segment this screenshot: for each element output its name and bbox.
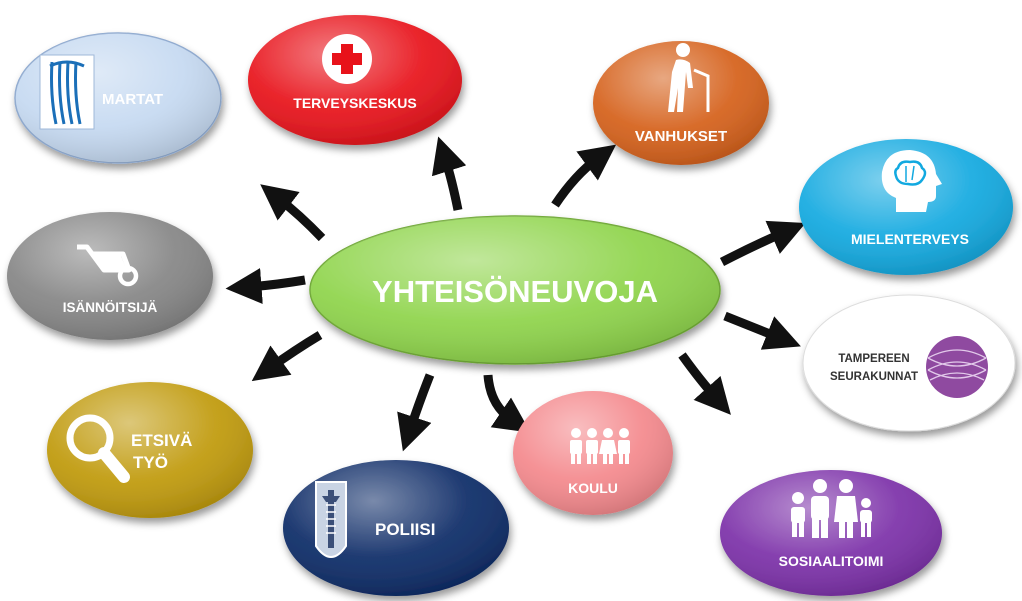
node-isannoitsija[interactable]: [7, 212, 213, 340]
martat-logo: [39, 54, 95, 130]
node-sosiaalitoimi[interactable]: [720, 470, 942, 596]
elderly-person-icon: [668, 43, 710, 112]
medical-cross-icon: [322, 34, 372, 84]
arrows: [225, 136, 806, 452]
magnifier-icon: [66, 414, 130, 483]
arrow-to-poliisi: [397, 373, 435, 452]
arrow-to-isannoitsija: [225, 268, 306, 304]
seurakunnat-label-line1: TAMPEREEN: [838, 353, 909, 365]
arrow-to-koulu: [483, 374, 531, 433]
etsiva-label-line2: TYÖ: [133, 453, 168, 472]
brain-head-icon: [881, 150, 942, 212]
center-label: YHTEISÖNEUVOJA: [372, 274, 658, 309]
arrow-to-etsiva: [251, 331, 323, 382]
arrow-to-seurakunnat: [723, 311, 801, 350]
police-emblem: [315, 481, 347, 558]
arrow-to-vanhukset: [551, 144, 617, 208]
etsiva-label-line1: ETSIVÄ: [131, 431, 192, 450]
arrow-to-terveyskeskus: [431, 136, 467, 211]
isannoitsija-label: ISÄNNÖITSIJÄ: [63, 300, 158, 315]
vanhukset-label: VANHUKSET: [635, 128, 727, 145]
node-center[interactable]: [309, 215, 721, 365]
seurakunnat-label-line2: SEURAKUNNAT: [830, 371, 918, 383]
koulu-label: KOULU: [568, 480, 618, 496]
terveyskeskus-label: TERVEYSKESKUS: [293, 95, 416, 111]
arrow-to-sosiaalitoimi: [678, 352, 731, 415]
poliisi-label: POLIISI: [375, 520, 435, 539]
wheelbarrow-icon: [77, 244, 139, 287]
children-icon: [570, 428, 630, 464]
arrow-to-martat: [260, 184, 326, 242]
arrow-to-mielenterveys: [719, 220, 806, 267]
family-icon: [791, 479, 872, 538]
mielenterveys-label: MIELENTERVEYS: [851, 231, 969, 247]
martat-label: MARTAT: [102, 91, 163, 108]
node-etsiva[interactable]: [47, 382, 253, 518]
sosiaalitoimi-label: SOSIAALITOIMI: [779, 553, 884, 569]
seurakunnat-logo: [926, 336, 988, 398]
